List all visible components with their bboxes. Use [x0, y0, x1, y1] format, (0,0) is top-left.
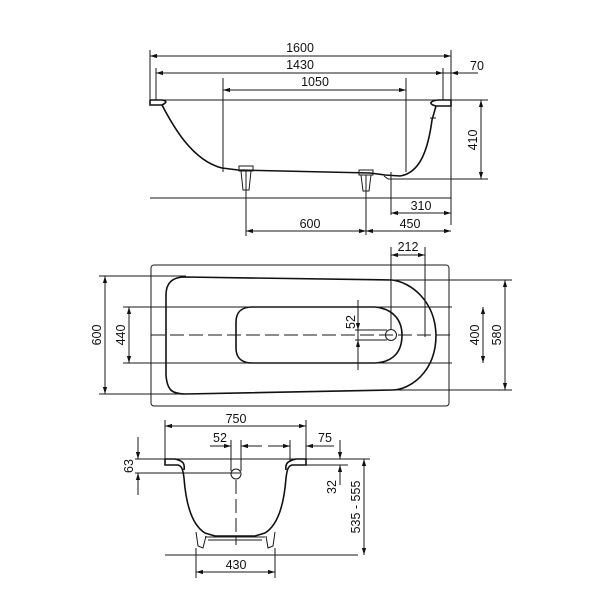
dim-inner-bottom-width: 440: [114, 325, 128, 346]
dim-rim: 75: [318, 431, 332, 445]
dim-total-height: 535 - 555: [349, 481, 363, 534]
side-view: 1600 1430 1050 70 410 310 450 600: [149, 41, 488, 236]
dim-bottom-length: 1050: [301, 75, 329, 89]
dim-outer-width: 600: [90, 325, 104, 346]
top-view: 212 52 600 440 400 580: [90, 240, 512, 407]
dim-overflow-height: 63: [122, 459, 136, 473]
dim-rim-offset: 32: [325, 480, 339, 494]
end-view: 750 52 75 63 32 535 - 555 430: [122, 412, 370, 578]
leg-left: [238, 165, 254, 198]
dim-overall-width: 750: [226, 412, 247, 426]
dim-end-width: 400: [468, 325, 482, 346]
dim-drain-to-end: 310: [411, 199, 432, 213]
dim-drain-slot: 52: [344, 315, 358, 329]
dim-leg-to-end: 450: [400, 217, 421, 231]
dim-overflow-width: 52: [213, 431, 227, 445]
dim-rim-width: 70: [470, 59, 484, 73]
dim-leg-spacing-end: 430: [226, 558, 247, 572]
dim-inner-width: 580: [490, 325, 504, 346]
leg-right: [358, 169, 374, 235]
dim-inner-length: 1430: [286, 58, 314, 72]
dim-leg-spacing: 600: [300, 217, 321, 231]
dim-drain-offset: 212: [398, 240, 419, 254]
dim-overall-length: 1600: [286, 41, 314, 55]
dim-depth: 410: [466, 130, 480, 151]
